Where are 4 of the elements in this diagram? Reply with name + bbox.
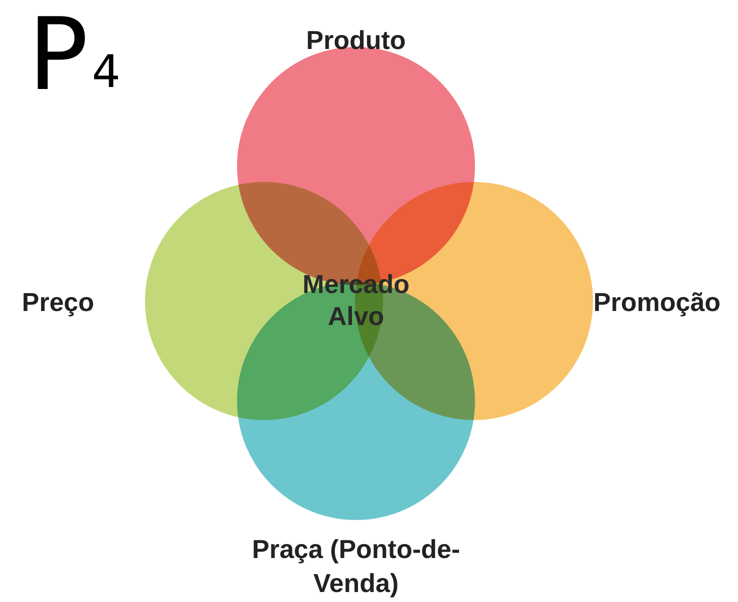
circle-label: Promoção <box>592 286 722 319</box>
circle-label: Praça (Ponto-de-Venda) <box>250 533 462 600</box>
circle-label: Produto <box>305 24 407 57</box>
circle-label: Preço <box>20 286 96 319</box>
